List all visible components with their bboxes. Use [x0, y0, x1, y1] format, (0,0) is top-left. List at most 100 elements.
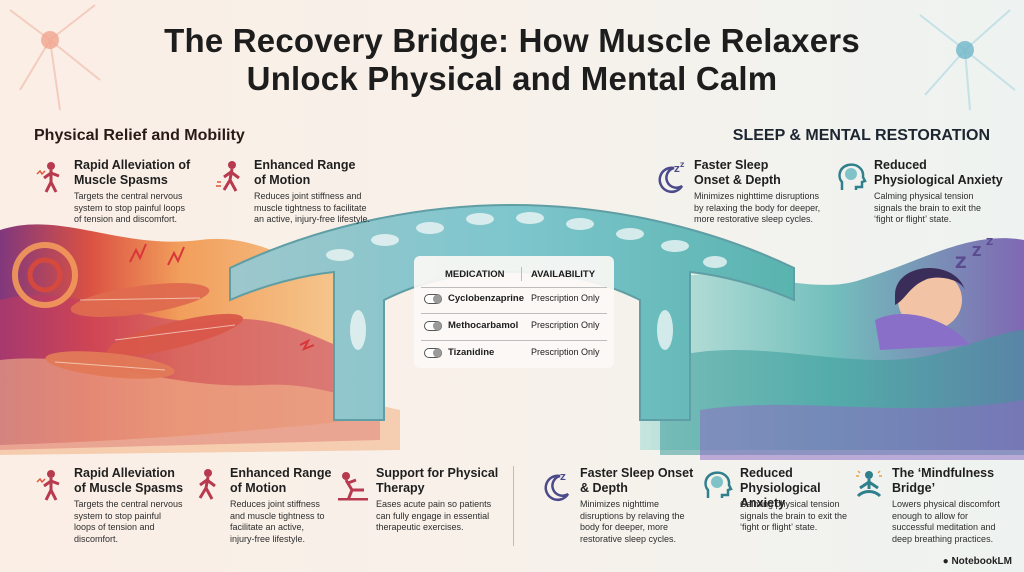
table-row: Cyclobenzaprine Prescription Only [421, 290, 607, 312]
table-row: Tizanidine Prescription Only [421, 344, 607, 366]
medication-name: Methocarbamol [448, 320, 519, 331]
table-divider [421, 340, 607, 341]
card-title-line: Enhanced Range [254, 158, 356, 172]
card-desc-line: and muscle tightness to [230, 510, 325, 521]
card-desc-line: Minimizes nighttime [580, 499, 660, 509]
medication-availability: Prescription Only [531, 320, 600, 330]
card-desc-line: facilitate an active, [230, 522, 305, 532]
card-desc-line: muscle tightness to facilitate [254, 202, 367, 213]
card-desc-line: disruptions by relaving the [580, 510, 685, 521]
medication-table: MEDICATION AVAILABILITY Cyclobenzaprine … [421, 263, 607, 366]
card-desc-line: an active, injury-free lifestyle. [254, 214, 371, 224]
card-desc-line: injury-free lifestyle. [230, 533, 306, 544]
table-divider [421, 313, 607, 314]
svg-text:Z: Z [674, 165, 680, 174]
brain-head-icon [704, 471, 733, 498]
page-title: The Recovery Bridge: How Muscle Relaxers… [0, 22, 1024, 98]
card-desc-line: Calming physical tension [874, 191, 974, 201]
table-header-divider [521, 267, 522, 281]
card-desc-line: Reduces joint stiffness and [254, 191, 362, 201]
card-desc-line: restorative sleep cycles. [580, 533, 677, 544]
card-desc-line: by relaxing the body for deeper, [694, 202, 821, 213]
svg-text:Z: Z [972, 245, 981, 260]
card-title-line: Physiological Anxiety [874, 173, 1003, 187]
card-title-line: Physiological Anxiety [740, 481, 821, 510]
card-title-line: Muscle Spasms [74, 173, 168, 187]
pill-icon [424, 321, 442, 331]
section-heading-sleep: SLEEP & MENTAL RESTORATION [732, 127, 990, 144]
card-title-line: Enhanced Range [230, 466, 332, 480]
card-desc-line: enough to allow for [892, 510, 969, 521]
muscle-pain-icon [36, 470, 60, 501]
card-desc-line: body for deeper, more [580, 522, 669, 532]
brand-name: NotebookLM [951, 556, 1012, 567]
exercise-icon [338, 472, 368, 501]
card-desc-line: loops of tension and [74, 522, 155, 532]
card-title-line: & Depth [580, 481, 628, 495]
pill-icon [424, 348, 442, 358]
card-desc-line: system to stop painful [74, 510, 162, 521]
table-header-medication: MEDICATION [445, 269, 505, 280]
card-title-line: of Motion [254, 173, 311, 187]
card-title-line: Reduced [740, 466, 793, 480]
table-row: Methocarbamol Prescription Only [421, 317, 607, 339]
card-desc-line: Reduces joint stiffness [230, 499, 320, 509]
card-desc-line: system to stop painful loops [74, 202, 186, 213]
card-desc-line: Minimizes nighttime disruptions [694, 191, 820, 201]
card-desc-line: more restorative sleep cycles. [694, 214, 814, 224]
svg-text:Z: Z [955, 253, 967, 272]
card-title-line: of Motion [230, 481, 287, 495]
card-desc-line: Targets the central nervous [74, 191, 183, 201]
card-desc-line: Eases acute pain so patients [376, 499, 492, 509]
table-header-availability: AVAILABILITY [531, 269, 596, 280]
brain-head-icon [838, 163, 867, 190]
table-divider [421, 287, 607, 288]
column-divider [513, 466, 514, 546]
card-title-line: Rapid Alleviation [74, 466, 175, 480]
brand-logo-icon: ● [942, 556, 952, 567]
card-title-line: of Muscle Spasms [74, 481, 184, 495]
muscle-pain-icon [36, 162, 60, 193]
svg-text:Z: Z [986, 237, 993, 248]
card-title-line: Bridge’ [892, 481, 936, 495]
card-title-line: Reduced [874, 158, 927, 172]
title-line-2: Unlock Physical and Mental Calm [246, 60, 778, 97]
medication-name: Cyclobenzaprine [448, 293, 525, 304]
meditation-icon [856, 470, 882, 498]
card-desc-line: deep breathing practices. [892, 533, 994, 544]
svg-text:Z: Z [680, 162, 685, 169]
medication-availability: Prescription Only [531, 347, 600, 357]
card-title-line: Support for Physical [376, 466, 499, 480]
card-desc-line: can fully engage in essential [376, 510, 490, 521]
card-desc-line: therapeutic exercises. [376, 522, 464, 532]
card-bottom-faster-sleep: Z Faster Sleep Onset& Depth Minimizes ni… [540, 466, 700, 546]
card-title-line: Onset & Depth [694, 173, 781, 187]
card-desc-line: Targets the central nervous [74, 499, 183, 509]
card-title-line: Faster Sleep Onset [580, 466, 694, 480]
card-desc-line: Lowers physical discomfort [892, 499, 1001, 509]
card-desc-line: of tension and discomfort. [74, 214, 178, 224]
card-desc-line: Calming physical tension [740, 499, 840, 509]
card-title-line: The ‘Mindfulness [892, 466, 995, 480]
medication-availability: Prescription Only [531, 293, 600, 303]
title-line-1: The Recovery Bridge: How Muscle Relaxers [164, 22, 860, 59]
card-desc-line: ‘fight or flight’ state. [740, 522, 818, 532]
medication-name: Tizanidine [448, 347, 495, 358]
card-desc-line: signals the brain to exit the [874, 202, 982, 213]
walking-person-icon [198, 469, 216, 500]
card-title-line: Therapy [376, 481, 425, 495]
pill-icon [424, 294, 442, 304]
brand-watermark: ● NotebookLM [943, 556, 1012, 567]
section-heading-physical: Physical Relief and Mobility [34, 127, 245, 144]
svg-text:Z: Z [560, 473, 566, 482]
moon-sleep-icon: Z [544, 473, 570, 501]
card-desc-line: ‘fight or flight’ state. [874, 214, 952, 224]
